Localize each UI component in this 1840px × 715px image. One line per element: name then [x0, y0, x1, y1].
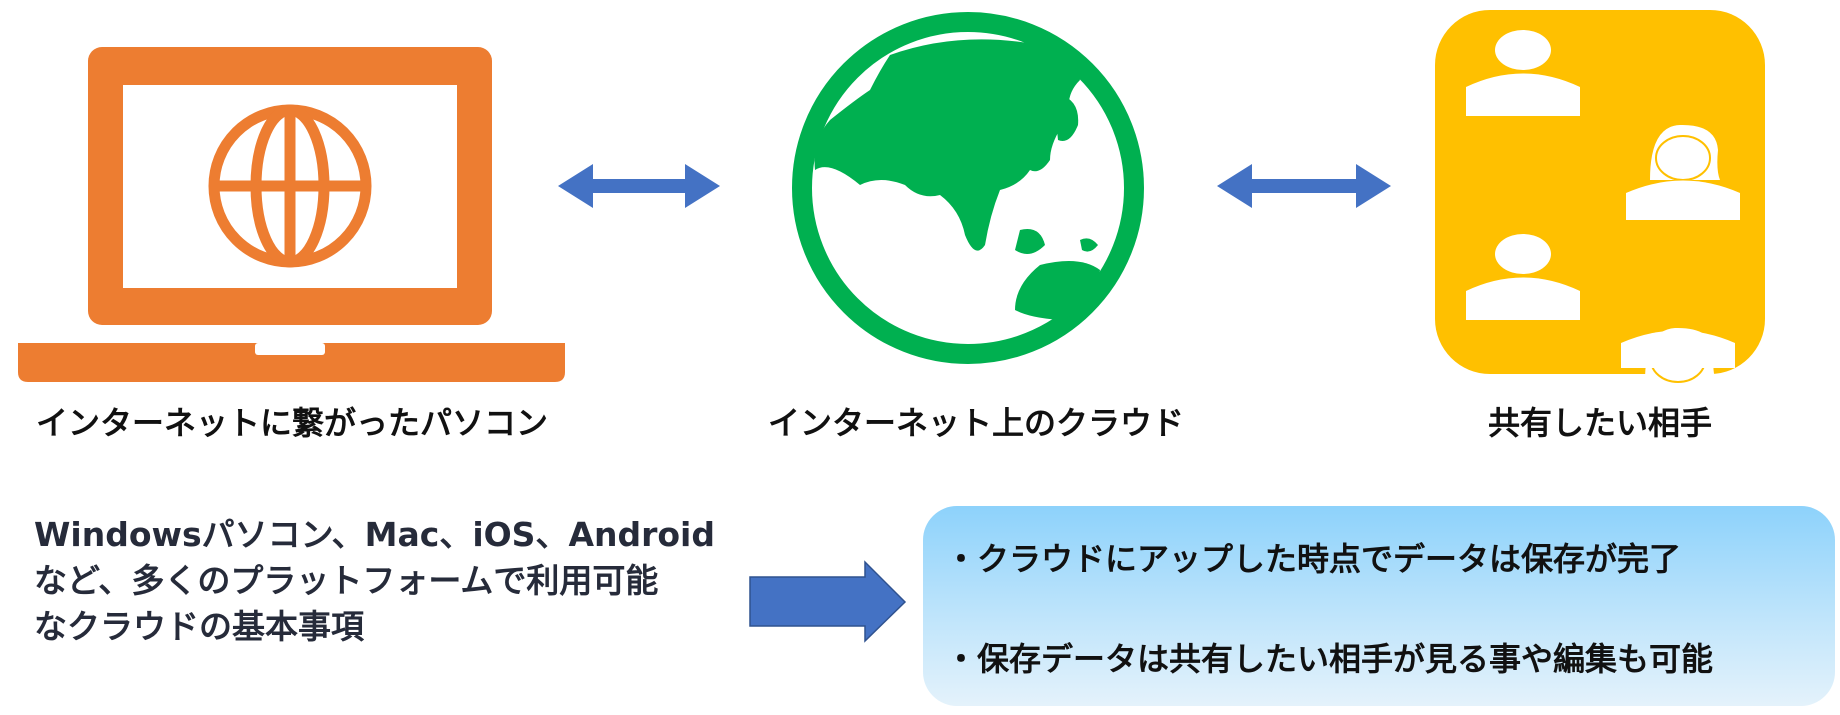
- person-icon: [1466, 30, 1580, 320]
- earth-globe-icon: [792, 12, 1144, 364]
- double-arrow-icon: [1217, 164, 1391, 208]
- woman-icon: [1621, 124, 1740, 383]
- info-bullet: ・クラウドにアップした時点でデータは保存が完了: [945, 540, 1682, 578]
- www-globe-icon: [208, 104, 372, 268]
- right-block-arrow-icon: [749, 560, 907, 643]
- node-label-people: 共有したい相手: [1487, 404, 1713, 442]
- description-line: Windowsパソコン、Mac、iOS、Android: [34, 515, 715, 554]
- info-box: ・クラウドにアップした時点でデータは保存が完了 ・保存データは共有したい相手が見…: [923, 506, 1835, 706]
- description-line: なクラウドの基本事項: [34, 607, 364, 646]
- node-label-cloud: インターネット上のクラウド: [767, 404, 1185, 442]
- platform-description: Windowsパソコン、Mac、iOS、Android など、多くのプラットフォ…: [34, 512, 715, 650]
- description-line: など、多くのプラットフォームで利用可能: [34, 561, 659, 600]
- info-bullet: ・保存データは共有したい相手が見る事や編集も可能: [945, 640, 1714, 678]
- double-arrow-icon: [558, 164, 720, 208]
- people-group-icon: [1435, 10, 1765, 383]
- node-label-pc: インターネットに繋がったパソコン: [35, 404, 549, 442]
